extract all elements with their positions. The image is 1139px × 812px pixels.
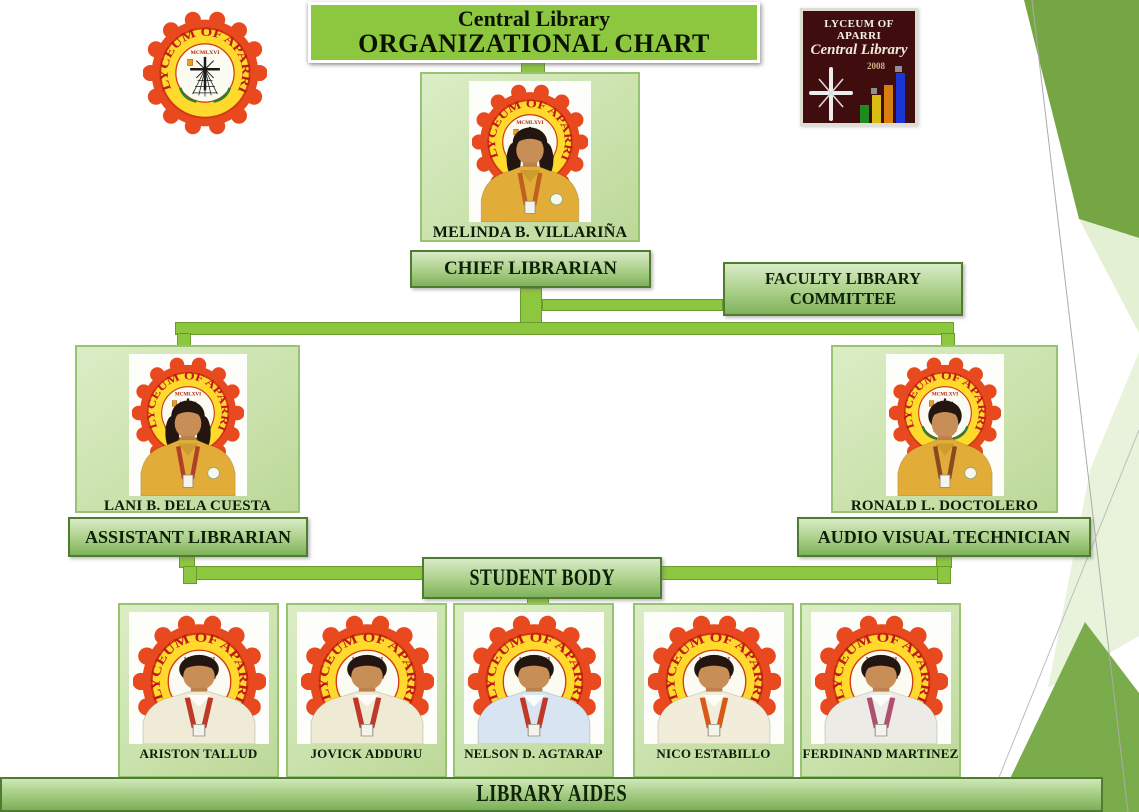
- person-photo-icon: [657, 654, 771, 744]
- student-body-label: STUDENT BODY: [469, 565, 615, 590]
- person-photo: LYCEUM OF APARRI MCMLXVI: [469, 81, 591, 222]
- svg-text:MCMLXVI: MCMLXVI: [932, 392, 958, 398]
- svg-text:MCMLXVI: MCMLXVI: [175, 392, 201, 398]
- photo-card-aide: LYCEUM OF APARRI MCMLXVI: [800, 603, 961, 778]
- logo-graphic: 2008: [803, 61, 915, 127]
- connector-committee: [542, 299, 723, 311]
- library-aides-label: LIBRARY AIDES: [476, 781, 627, 807]
- photo-card-aide: LYCEUM OF APARRI MCMLXVI: [286, 603, 447, 778]
- person-name: FERDINAND MARTINEZ: [802, 746, 959, 761]
- photo-card-technician: LYCEUM OF APARRI MCMLXVI: [831, 345, 1058, 514]
- lyceum-seal-logo: LYCEUM OF APARRI MCMLXVI: [142, 11, 268, 140]
- person-name: NICO ESTABILLO: [656, 746, 771, 761]
- person-photo-icon: [897, 400, 993, 496]
- connector-student-left-cap: [183, 566, 197, 584]
- library-aides-bar: LIBRARY AIDES: [0, 777, 1103, 812]
- person-photo: LYCEUM OF APARRI MCMLXVI: [129, 612, 269, 744]
- svg-text:MCMLXVI: MCMLXVI: [516, 120, 543, 126]
- audio-visual-technician-label: AUDIO VISUAL TECHNICIAN: [797, 517, 1091, 557]
- faculty-library-committee-box: FACULTY LIBRARY COMMITTEE: [723, 262, 963, 316]
- person-photo: LYCEUM OF APARRI MCMLXVI: [297, 612, 437, 744]
- person-photo-icon: [142, 654, 256, 744]
- connector-main-bar: [175, 322, 954, 335]
- person-name: RONALD L. DOCTOLERO: [850, 498, 1039, 514]
- person-photo: LYCEUM OF APARRI MCMLXVI: [129, 354, 247, 496]
- student-body-box: STUDENT BODY: [422, 557, 662, 599]
- photo-card-aide: LYCEUM OF APARRI MCMLXVI: [633, 603, 794, 778]
- title-line1: Central Library: [457, 5, 611, 31]
- person-name: JOVICK ADDURU: [310, 746, 423, 761]
- svg-text:MCMLXVI: MCMLXVI: [190, 50, 220, 56]
- central-library-logo: LYCEUM OF APARRI Central Library 2008: [800, 8, 918, 126]
- logo-library-name: Central Library: [810, 42, 908, 58]
- lyceum-seal-icon: LYCEUM OF APARRI MCMLXVI: [142, 11, 268, 135]
- connector-student-right-cap: [937, 566, 951, 584]
- person-photo: LYCEUM OF APARRI MCMLXVI: [644, 612, 784, 744]
- person-photo-icon: [310, 654, 424, 744]
- chief-librarian-label: CHIEF LIBRARIAN: [410, 250, 651, 288]
- person-photo: LYCEUM OF APARRI MCMLXVI: [464, 612, 604, 744]
- photo-card-aide: LYCEUM OF APARRI MCMLXVI: [453, 603, 614, 778]
- person-name: NELSON D. AGTARAP: [464, 746, 603, 761]
- person-photo-icon: [140, 400, 236, 496]
- logo-school-name: LYCEUM OF APARRI: [824, 18, 894, 42]
- person-photo: LYCEUM OF APARRI MCMLXVI: [886, 354, 1004, 496]
- photo-card-aide: LYCEUM OF APARRI MCMLXVI: [118, 603, 279, 778]
- page-title: Central Library ORGANIZATIONAL CHART: [308, 2, 760, 63]
- photo-card-chief: LYCEUM OF APARRI MCMLXVI: [420, 72, 640, 242]
- title-line2: ORGANIZATIONAL CHART: [358, 28, 710, 58]
- person-name: LANI B. DELA CUESTA: [104, 498, 271, 514]
- photo-card-assistant: LYCEUM OF APARRI MCMLXVI: [75, 345, 300, 514]
- person-name: MELINDA B. VILLARIÑA: [432, 224, 628, 241]
- person-photo: LYCEUM OF APARRI MCMLXVI: [811, 612, 951, 744]
- person-photo-icon: [824, 654, 938, 744]
- person-photo-icon: [477, 654, 591, 744]
- person-name: ARISTON TALLUD: [139, 746, 258, 761]
- person-photo-icon: [480, 127, 580, 222]
- cross-and-bars-icon: [809, 66, 905, 123]
- logo-year: 2008: [867, 61, 885, 71]
- assistant-librarian-label: ASSISTANT LIBRARIAN: [68, 517, 308, 557]
